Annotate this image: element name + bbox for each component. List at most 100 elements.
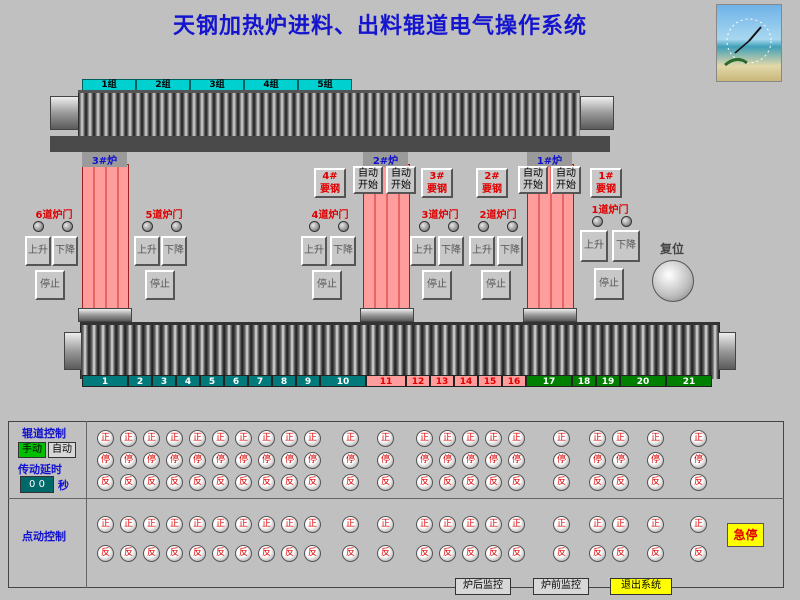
roller-forward-knob-22[interactable]: 正: [690, 430, 707, 447]
roller-reverse-knob-1[interactable]: 反: [97, 474, 114, 491]
door-2-stop-button[interactable]: 停止: [481, 270, 511, 300]
jog-forward-knob-1[interactable]: 正: [97, 516, 114, 533]
door-3-stop-button[interactable]: 停止: [422, 270, 452, 300]
jog-forward-knob-21[interactable]: 正: [647, 516, 664, 533]
delay-value[interactable]: 0 0: [20, 476, 54, 493]
roller-forward-knob-4[interactable]: 正: [166, 430, 183, 447]
section-20[interactable]: 20: [620, 375, 666, 387]
jog-forward-knob-19[interactable]: 正: [589, 516, 606, 533]
roller-stop-knob-15[interactable]: 停: [462, 452, 479, 469]
roller-reverse-knob-14[interactable]: 反: [439, 474, 456, 491]
roller-stop-knob-14[interactable]: 停: [439, 452, 456, 469]
roller-forward-knob-21[interactable]: 正: [647, 430, 664, 447]
roller-forward-knob-19[interactable]: 正: [589, 430, 606, 447]
jog-forward-knob-3[interactable]: 正: [143, 516, 160, 533]
jog-forward-knob-5[interactable]: 正: [189, 516, 206, 533]
auto-start-button-1[interactable]: 自动 开始: [353, 166, 383, 194]
roller-reverse-knob-4[interactable]: 反: [166, 474, 183, 491]
roller-reverse-knob-15[interactable]: 反: [462, 474, 479, 491]
jog-forward-knob-18[interactable]: 正: [553, 516, 570, 533]
before-monitor-button[interactable]: 炉前监控: [533, 578, 589, 595]
section-7[interactable]: 7: [248, 375, 272, 387]
request-steel-2-button[interactable]: 2# 要钢: [476, 168, 508, 198]
manual-button[interactable]: 手动: [18, 442, 46, 458]
jog-reverse-knob-4[interactable]: 反: [166, 545, 183, 562]
jog-reverse-knob-6[interactable]: 反: [212, 545, 229, 562]
roller-stop-knob-1[interactable]: 停: [97, 452, 114, 469]
jog-reverse-knob-8[interactable]: 反: [258, 545, 275, 562]
jog-reverse-knob-13[interactable]: 反: [416, 545, 433, 562]
section-17[interactable]: 17: [526, 375, 572, 387]
emergency-stop-button[interactable]: 急停: [727, 523, 764, 547]
roller-stop-knob-3[interactable]: 停: [143, 452, 160, 469]
roller-reverse-knob-18[interactable]: 反: [553, 474, 570, 491]
jog-reverse-knob-19[interactable]: 反: [589, 545, 606, 562]
request-steel-4-button[interactable]: 4# 要钢: [314, 168, 346, 198]
jog-forward-knob-14[interactable]: 正: [439, 516, 456, 533]
door-6-up-button[interactable]: 上升: [25, 236, 51, 266]
roller-forward-knob-3[interactable]: 正: [143, 430, 160, 447]
section-2[interactable]: 2: [128, 375, 152, 387]
roller-stop-knob-13[interactable]: 停: [416, 452, 433, 469]
roller-forward-knob-15[interactable]: 正: [462, 430, 479, 447]
roller-reverse-knob-16[interactable]: 反: [485, 474, 502, 491]
auto-button[interactable]: 自动: [48, 442, 76, 458]
door-3-up-button[interactable]: 上升: [410, 236, 436, 266]
jog-reverse-knob-22[interactable]: 反: [690, 545, 707, 562]
roller-stop-knob-8[interactable]: 停: [258, 452, 275, 469]
jog-reverse-knob-10[interactable]: 反: [304, 545, 321, 562]
roller-reverse-knob-2[interactable]: 反: [120, 474, 137, 491]
door-5-up-button[interactable]: 上升: [134, 236, 160, 266]
jog-forward-knob-12[interactable]: 正: [377, 516, 394, 533]
roller-forward-knob-6[interactable]: 正: [212, 430, 229, 447]
jog-forward-knob-2[interactable]: 正: [120, 516, 137, 533]
door-5-down-button[interactable]: 下降: [161, 236, 187, 266]
door-4-stop-button[interactable]: 停止: [312, 270, 342, 300]
roller-reverse-knob-8[interactable]: 反: [258, 474, 275, 491]
roller-forward-knob-5[interactable]: 正: [189, 430, 206, 447]
auto-start-button-2[interactable]: 自动 开始: [386, 166, 416, 194]
door-3-down-button[interactable]: 下降: [438, 236, 464, 266]
jog-reverse-knob-21[interactable]: 反: [647, 545, 664, 562]
section-8[interactable]: 8: [272, 375, 296, 387]
section-11[interactable]: 11: [366, 375, 406, 387]
door-4-down-button[interactable]: 下降: [330, 236, 356, 266]
roller-forward-knob-13[interactable]: 正: [416, 430, 433, 447]
reset-button[interactable]: [652, 260, 694, 302]
roller-reverse-knob-9[interactable]: 反: [281, 474, 298, 491]
jog-forward-knob-10[interactable]: 正: [304, 516, 321, 533]
jog-forward-knob-7[interactable]: 正: [235, 516, 252, 533]
section-3[interactable]: 3: [152, 375, 176, 387]
roller-reverse-knob-21[interactable]: 反: [647, 474, 664, 491]
roller-stop-knob-19[interactable]: 停: [589, 452, 606, 469]
section-10[interactable]: 10: [320, 375, 366, 387]
jog-reverse-knob-14[interactable]: 反: [439, 545, 456, 562]
jog-forward-knob-20[interactable]: 正: [612, 516, 629, 533]
roller-reverse-knob-20[interactable]: 反: [612, 474, 629, 491]
roller-stop-knob-2[interactable]: 停: [120, 452, 137, 469]
roller-reverse-knob-3[interactable]: 反: [143, 474, 160, 491]
door-4-up-button[interactable]: 上升: [301, 236, 327, 266]
group-1[interactable]: 1组: [82, 79, 136, 92]
door-6-down-button[interactable]: 下降: [52, 236, 78, 266]
jog-forward-knob-11[interactable]: 正: [342, 516, 359, 533]
door-6-stop-button[interactable]: 停止: [35, 270, 65, 300]
auto-start-button-3[interactable]: 自动 开始: [518, 166, 548, 194]
roller-reverse-knob-22[interactable]: 反: [690, 474, 707, 491]
roller-stop-knob-4[interactable]: 停: [166, 452, 183, 469]
roller-reverse-knob-10[interactable]: 反: [304, 474, 321, 491]
section-18[interactable]: 18: [572, 375, 596, 387]
jog-forward-knob-8[interactable]: 正: [258, 516, 275, 533]
roller-reverse-knob-19[interactable]: 反: [589, 474, 606, 491]
roller-forward-knob-9[interactable]: 正: [281, 430, 298, 447]
roller-reverse-knob-7[interactable]: 反: [235, 474, 252, 491]
jog-reverse-knob-15[interactable]: 反: [462, 545, 479, 562]
jog-forward-knob-6[interactable]: 正: [212, 516, 229, 533]
section-6[interactable]: 6: [224, 375, 248, 387]
jog-reverse-knob-17[interactable]: 反: [508, 545, 525, 562]
jog-forward-knob-13[interactable]: 正: [416, 516, 433, 533]
jog-reverse-knob-20[interactable]: 反: [612, 545, 629, 562]
section-14[interactable]: 14: [454, 375, 478, 387]
door-1-stop-button[interactable]: 停止: [594, 268, 624, 300]
after-monitor-button[interactable]: 炉后监控: [455, 578, 511, 595]
